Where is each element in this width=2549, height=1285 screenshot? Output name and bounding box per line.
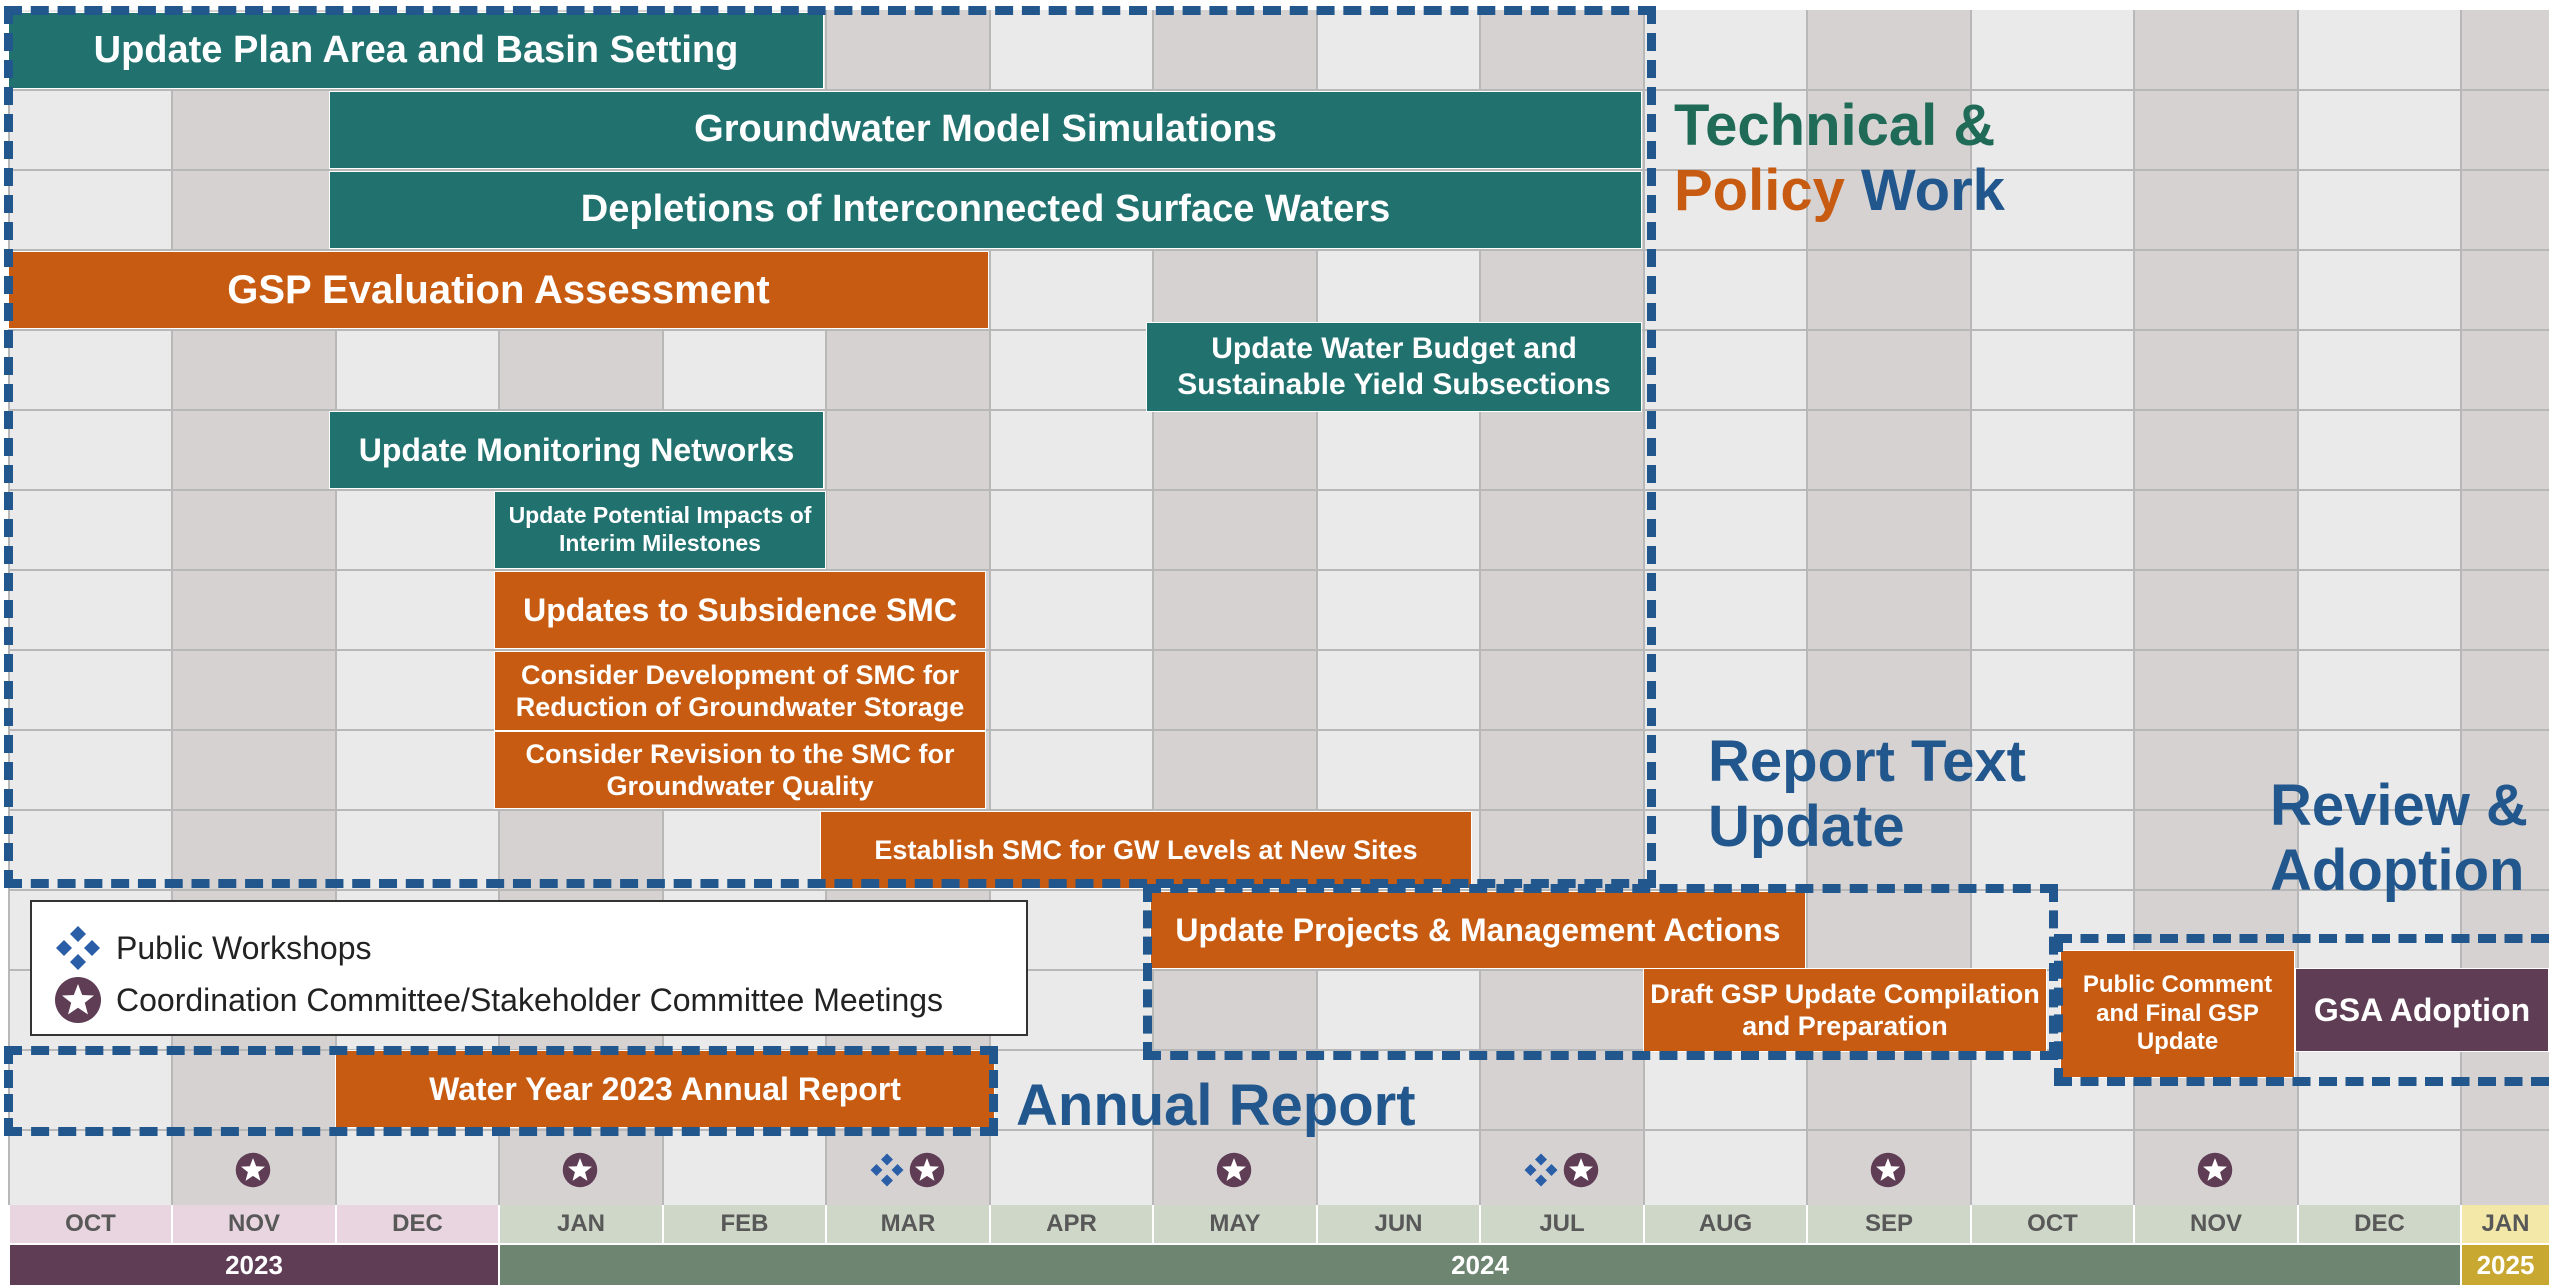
grid-row-line — [8, 1049, 2549, 1051]
grid-row-line — [8, 809, 2549, 811]
workshop-diamonds-icon — [56, 926, 100, 970]
task-bar-monitoring-networks: Update Monitoring Networks — [329, 411, 824, 489]
annual-report-boundary — [4, 1046, 998, 1136]
committee-star-icon — [235, 1152, 270, 1188]
month-label: APR — [989, 1205, 1152, 1243]
review-adoption-label: Review & Adoption — [2270, 773, 2528, 903]
task-bar-draft-gsp: Draft GSP Update Compilation and Prepara… — [1643, 968, 2047, 1052]
meeting-marker — [1868, 1150, 1908, 1190]
meeting-marker — [2195, 1150, 2235, 1190]
legend-workshops-label: Public Workshops — [116, 929, 372, 966]
committee-star-icon — [1563, 1152, 1598, 1188]
legend-committee-row: Coordination Committee/Stakeholder Commi… — [54, 976, 943, 1024]
grid-row-line — [8, 569, 2549, 571]
grid-row-line — [8, 249, 2549, 251]
committee-star-icon — [1216, 1152, 1251, 1188]
month-label: JUL — [1479, 1205, 1643, 1243]
task-bar-projects-management: Update Projects & Management Actions — [1150, 891, 1806, 969]
task-bar-basin-setting: Update Plan Area and Basin Setting — [8, 12, 824, 89]
legend-workshops-row: Public Workshops — [54, 924, 372, 972]
workshop-diamonds-icon — [870, 1153, 904, 1187]
workshop-diamonds-icon — [1524, 1153, 1558, 1187]
task-bar-gsa-adoption: GSA Adoption — [2295, 968, 2549, 1052]
grid-row-line — [8, 729, 2549, 731]
work-label-word: Work — [1860, 157, 2005, 223]
meeting-marker — [233, 1150, 273, 1190]
month-label: JAN — [498, 1205, 662, 1243]
meeting-marker — [1521, 1150, 1601, 1190]
policy-label-word: Policy — [1674, 157, 1845, 223]
month-label: MAR — [825, 1205, 989, 1243]
meeting-marker — [867, 1150, 947, 1190]
task-bar-gw-quality-smc: Consider Revision to the SMC for Groundw… — [494, 731, 986, 809]
committee-star-icon — [1870, 1152, 1905, 1188]
month-label: NOV — [2133, 1205, 2297, 1243]
month-label: AUG — [1643, 1205, 1806, 1243]
month-label: DEC — [335, 1205, 498, 1243]
grid-row-line — [8, 89, 2549, 91]
month-label: NOV — [171, 1205, 335, 1243]
meeting-marker — [1214, 1150, 1254, 1190]
technical-policy-boundary — [4, 6, 1656, 888]
annual-report-label: Annual Report — [1016, 1073, 1416, 1138]
year-label-2025: 2025 — [2460, 1245, 2549, 1285]
legend: Public Workshops Coordination Committee/… — [30, 900, 1028, 1036]
legend-committee-label: Coordination Committee/Stakeholder Commi… — [116, 981, 944, 1018]
meeting-marker — [560, 1150, 600, 1190]
month-label: OCT — [8, 1205, 171, 1243]
committee-star-icon — [562, 1152, 597, 1188]
month-label: FEB — [662, 1205, 825, 1243]
year-label-2023: 2023 — [8, 1245, 498, 1285]
grid-row-line — [8, 649, 2549, 651]
month-label: JUN — [1316, 1205, 1479, 1243]
month-label: SEP — [1806, 1205, 1970, 1243]
grid-row-line — [8, 169, 2549, 171]
committee-star-icon — [55, 977, 101, 1023]
task-bar-depletions: Depletions of Interconnected Surface Wat… — [329, 171, 1642, 249]
task-bar-interim-milestones: Update Potential Impacts of Interim Mile… — [494, 491, 826, 569]
month-label: DEC — [2297, 1205, 2460, 1243]
technical-label-line1: Technical & — [1674, 93, 1996, 158]
task-bar-annual-report: Water Year 2023 Annual Report — [335, 1050, 995, 1128]
technical-policy-label: Technical & Policy Work — [1674, 93, 2005, 224]
task-bar-groundwater-model: Groundwater Model Simulations — [329, 91, 1642, 169]
month-label: JAN — [2460, 1205, 2549, 1243]
grid-row-line — [8, 489, 2549, 491]
report-text-boundary — [1143, 884, 2058, 1060]
committee-star-icon — [2197, 1152, 2232, 1188]
task-bar-subsidence-smc: Updates to Subsidence SMC — [494, 571, 986, 649]
year-label-2024: 2024 — [498, 1245, 2460, 1285]
committee-star-icon — [909, 1152, 944, 1188]
task-bar-public-comment: Public Comment and Final GSP Update — [2060, 950, 2295, 1078]
grid-row-line — [8, 969, 2549, 971]
month-label: OCT — [1970, 1205, 2133, 1243]
month-label: MAY — [1152, 1205, 1316, 1243]
task-bar-gsp-evaluation: GSP Evaluation Assessment — [8, 251, 989, 329]
grid-row-line — [8, 1129, 2549, 1131]
task-bar-water-budget: Update Water Budget and Sustainable Yiel… — [1146, 322, 1642, 412]
report-text-update-label: Report Text Update — [1708, 729, 2026, 859]
task-bar-gw-storage-smc: Consider Development of SMC for Reductio… — [494, 651, 986, 731]
review-adoption-boundary — [2054, 934, 2549, 1086]
